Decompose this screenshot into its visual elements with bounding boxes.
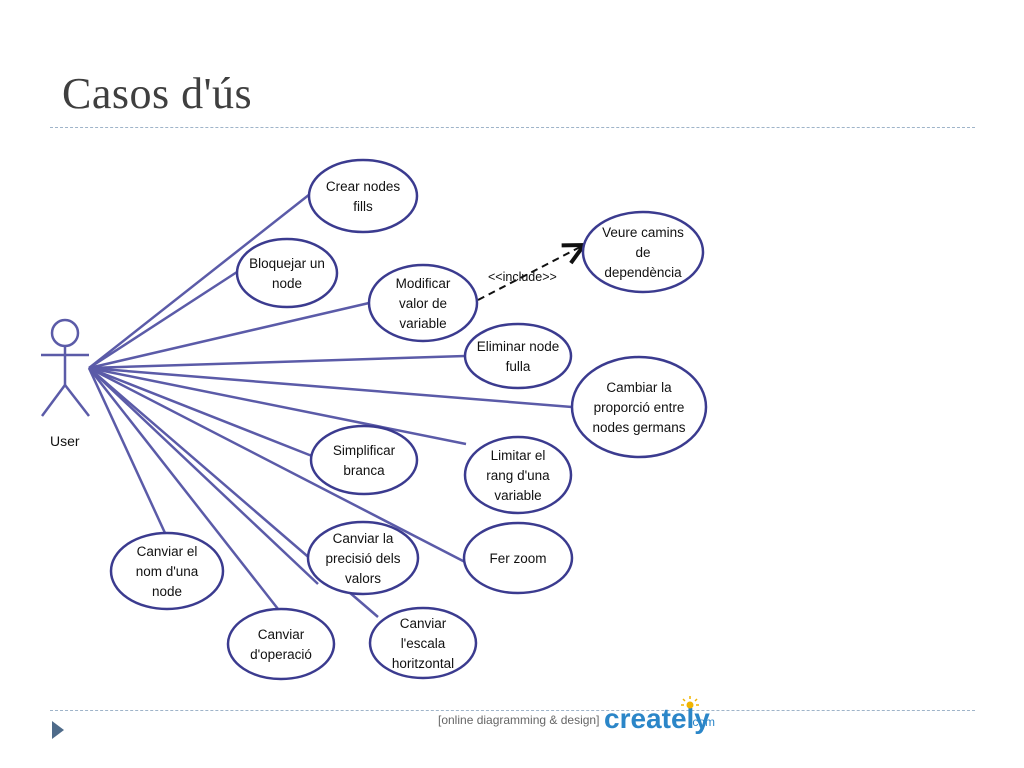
use-case-ellipse: [226, 607, 336, 681]
use-case-label: Veure camins: [602, 225, 684, 240]
actor-head-icon: [50, 318, 80, 348]
use-case-label: node: [272, 276, 302, 291]
use-case-escala: Canviar l'escala horitzontal: [368, 606, 478, 680]
use-case-ellipse: [463, 435, 573, 515]
use-case-ellipse: [463, 322, 573, 390]
use-case-ellipse: [367, 263, 479, 343]
watermark-caption: [online diagramming & design]: [438, 713, 599, 727]
use-case-ellipse: [570, 355, 708, 459]
actor-label: User: [50, 433, 80, 449]
watermark-suffix: .com: [689, 715, 715, 729]
association-line-limitar: [88, 366, 467, 446]
use-case-ellipse: [306, 520, 420, 596]
association-line-cambiar: [88, 366, 573, 409]
use-case-label: horitzontal: [392, 656, 454, 671]
use-case-label: dependència: [604, 265, 682, 280]
association-line-precisio: [88, 367, 319, 585]
use-case-canviar-nom: Canviar el nom d'una node: [109, 531, 225, 611]
sun-logo-icon: [681, 696, 699, 709]
use-case-operacio: Canviar d'operació: [226, 607, 336, 681]
use-case-label: nom d'una: [136, 564, 199, 579]
watermark-brand: creately: [604, 703, 710, 734]
use-case-ellipse: [307, 158, 419, 234]
association-line-modificar: [88, 301, 370, 370]
use-case-label: fills: [353, 199, 373, 214]
use-case-label: proporció entre: [594, 400, 685, 415]
use-case-ellipse: [462, 521, 574, 595]
use-case-label: Crear nodes: [326, 179, 401, 194]
association-lines: [87, 193, 573, 618]
include-label: <<include>>: [488, 270, 557, 284]
use-case-label: Modificar: [396, 276, 451, 291]
use-case-label: Eliminar node: [477, 339, 560, 354]
use-case-ellipse: [235, 237, 339, 309]
use-case-label: l'escala: [401, 636, 446, 651]
use-case-ellipse: [581, 210, 705, 294]
use-case-label: Bloquejar un: [249, 256, 325, 271]
use-case-label: valors: [345, 571, 381, 586]
use-case-label: variable: [494, 488, 541, 503]
bullet-arrow-icon: [52, 721, 64, 739]
use-case-crear: Crear nodes fills: [307, 158, 419, 234]
use-case-label: de: [635, 245, 650, 260]
use-case-label: node: [152, 584, 182, 599]
use-case-label: Cambiar la: [606, 380, 672, 395]
use-case-label: Canviar el: [137, 544, 198, 559]
use-case-label: fulla: [506, 359, 531, 374]
use-case-label: Limitar el: [491, 448, 546, 463]
use-case-label: nodes germans: [592, 420, 685, 435]
use-case-eliminar: Eliminar node fulla: [463, 322, 573, 390]
use-case-label: Fer zoom: [489, 551, 546, 566]
creately-watermark: [online diagramming & design] creately .…: [438, 696, 715, 734]
use-case-label: precisió dels: [325, 551, 400, 566]
association-line-crear: [88, 193, 311, 369]
use-case-label: Canviar: [258, 627, 305, 642]
use-case-ellipse: [309, 424, 419, 496]
actor-left-leg: [40, 384, 67, 417]
association-line-operacio: [88, 367, 279, 610]
use-case-simplificar: Simplificar branca: [309, 424, 419, 496]
footer-divider: [50, 710, 975, 711]
use-case-modificar: Modificar valor de variable: [367, 263, 479, 343]
use-case-veure: Veure camins de dependència: [581, 210, 705, 294]
actor-user: User: [40, 318, 90, 449]
association-line-bloquejar: [88, 270, 238, 370]
association-line-simplificar: [88, 366, 313, 458]
use-case-label: variable: [399, 316, 446, 331]
use-case-label: Canviar la: [333, 531, 394, 546]
use-case-zoom: Fer zoom: [462, 521, 574, 595]
use-case-ellipse: [368, 606, 478, 680]
use-case-label: valor de: [399, 296, 447, 311]
use-case-limitar: Limitar el rang d'una variable: [463, 435, 573, 515]
actor-right-leg: [64, 384, 90, 417]
use-case-cambiar: Cambiar la proporció entre nodes germans: [570, 355, 708, 459]
use-case-label: d'operació: [250, 647, 312, 662]
use-case-label: branca: [343, 463, 385, 478]
use-case-bloquejar: Bloquejar un node: [235, 237, 339, 309]
association-line-zoom: [88, 366, 466, 564]
use-case-ellipse: [109, 531, 225, 611]
title-divider: [50, 127, 975, 128]
slide-title: Casos d'ús: [62, 69, 253, 118]
use-case-precisio: Canviar la precisió dels valors: [306, 520, 420, 596]
association-line-canviar-nom: [87, 367, 167, 534]
use-case-label: rang d'una: [486, 468, 550, 483]
use-case-label: Canviar: [400, 616, 447, 631]
include-arrow: [477, 245, 584, 301]
use-case-label: Simplificar: [333, 443, 396, 458]
association-line-eliminar: [88, 354, 466, 370]
